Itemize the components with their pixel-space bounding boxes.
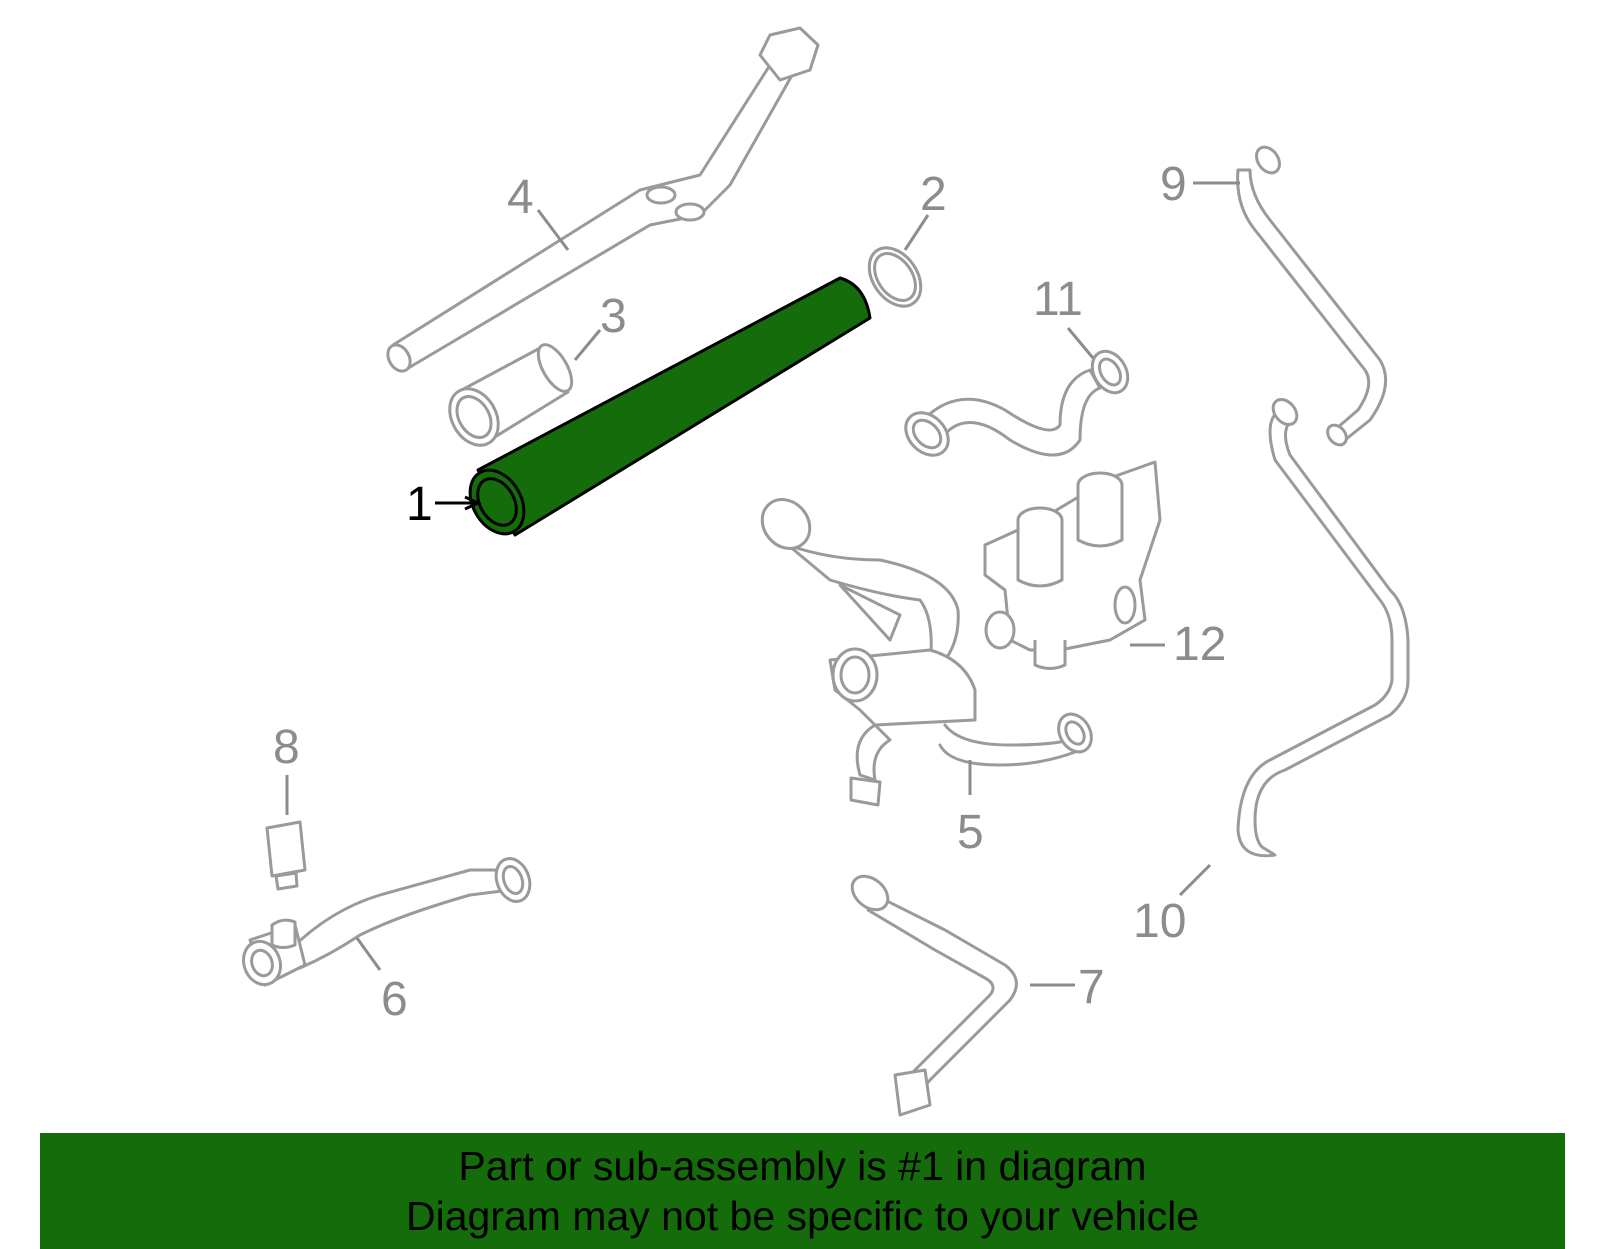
part-9-hose xyxy=(1236,145,1388,447)
banner-line-part: Part or sub-assembly is #1 in diagram xyxy=(458,1143,1147,1189)
info-banner: Part or sub-assembly is #1 in diagram Di… xyxy=(40,1133,1565,1249)
part-10-hose xyxy=(1236,397,1410,858)
callout-5: 5 xyxy=(957,806,984,859)
callout-7: 7 xyxy=(1078,961,1105,1014)
callout-11: 11 xyxy=(1033,273,1083,326)
part-3-sleeve xyxy=(448,343,574,447)
banner-line-disclaimer: Diagram may not be specific to your vehi… xyxy=(405,1193,1199,1239)
part-11-hose xyxy=(904,349,1130,457)
callout-labels: 1 2 3 4 5 6 7 8 9 10 11 12 xyxy=(273,158,1226,1026)
callout-3: 3 xyxy=(600,290,627,343)
callout-12: 12 xyxy=(1173,618,1226,671)
callout-6: 6 xyxy=(381,973,408,1026)
part-2-o-ring xyxy=(867,246,923,308)
part-8-sensor xyxy=(265,820,307,891)
callout-9: 9 xyxy=(1160,158,1187,211)
part-6-hose xyxy=(241,857,532,987)
part-12-valve xyxy=(983,460,1162,670)
callout-8: 8 xyxy=(273,721,300,774)
callout-2: 2 xyxy=(920,168,947,221)
part-1-tube xyxy=(468,276,872,537)
part-5-assembly xyxy=(760,498,1093,807)
leader-lines xyxy=(285,181,1240,987)
callout-4: 4 xyxy=(507,171,534,224)
part-7-hose xyxy=(850,874,1018,1117)
callout-10: 10 xyxy=(1133,895,1186,948)
callout-1: 1 xyxy=(406,478,433,531)
part-4-pipe xyxy=(386,26,820,373)
